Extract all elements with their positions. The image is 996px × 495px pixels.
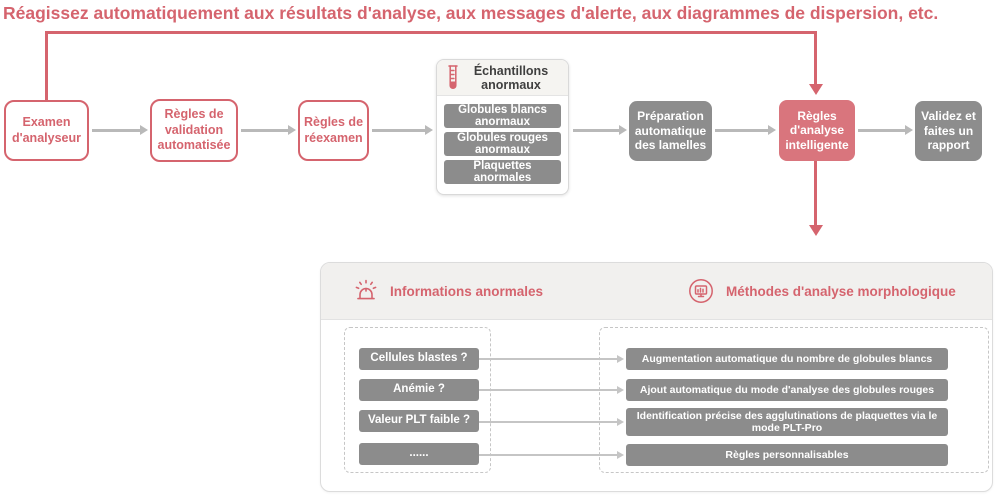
flow-arrowhead-icon xyxy=(905,125,913,135)
flow-arrowhead-icon xyxy=(140,125,148,135)
node-smart-analysis-rules: Règles d'analyse intelligente xyxy=(779,100,855,161)
mapping-arrowhead-icon xyxy=(617,355,624,363)
node-validation-rules: Règles de validation automatisée xyxy=(150,99,238,162)
page-title: Réagissez automatiquement aux résultats … xyxy=(3,3,939,23)
method-item: Augmentation automatique du nombre de gl… xyxy=(626,348,948,370)
flow-arrow xyxy=(858,129,905,132)
mapping-arrow xyxy=(479,454,617,456)
detail-connector-segment xyxy=(814,161,817,226)
test-tube-icon xyxy=(446,64,460,92)
feedback-arrowhead-icon xyxy=(809,84,823,95)
mapping-arrowhead-icon xyxy=(617,386,624,394)
flow-arrowhead-icon xyxy=(288,125,296,135)
section-abnormal-info: Informations anormales xyxy=(353,263,543,319)
mapping-arrow xyxy=(479,389,617,391)
mapping-arrow xyxy=(479,421,617,423)
method-item: Identification précise des agglutination… xyxy=(626,408,948,436)
abnormal-item: Cellules blastes ? xyxy=(359,348,479,370)
node-analyzer-exam: Examen d'analyseur xyxy=(4,100,89,161)
abnormal-item: ...... xyxy=(359,443,479,465)
flow-arrowhead-icon xyxy=(425,125,433,135)
method-item: Règles personnalisables xyxy=(626,444,948,466)
flow-arrow xyxy=(92,129,140,132)
mapping-arrowhead-icon xyxy=(617,418,624,426)
morphology-methods-group xyxy=(599,327,989,473)
abnormal-item: Valeur PLT faible ? xyxy=(359,410,479,432)
abnormal-samples-list: Globules blancs anormaux Globules rouges… xyxy=(437,96,568,192)
mapping-arrowhead-icon xyxy=(617,451,624,459)
abnormal-item: Anémie ? xyxy=(359,379,479,401)
abnormal-info-group xyxy=(344,327,491,473)
sample-item: Globules rouges anormaux xyxy=(444,132,561,156)
node-slide-preparation: Préparation automatique des lamelles xyxy=(629,101,712,161)
abnormal-samples-header: Échantillons anormaux xyxy=(437,60,568,96)
monitor-chart-icon xyxy=(687,277,715,305)
detail-arrowhead-icon xyxy=(809,225,823,236)
flow-arrow xyxy=(715,129,768,132)
flow-arrowhead-icon xyxy=(619,125,627,135)
feedback-connector-right-segment xyxy=(814,31,817,85)
method-item: Ajout automatique du mode d'analyse des … xyxy=(626,379,948,401)
flow-arrowhead-icon xyxy=(768,125,776,135)
abnormal-samples-panel: Échantillons anormaux Globules blancs an… xyxy=(436,59,569,195)
detail-panel-header: Informations anormales Méthodes d'analys… xyxy=(321,263,992,320)
sample-item: Globules blancs anormaux xyxy=(444,104,561,128)
flow-arrow xyxy=(241,129,288,132)
node-recheck-rules: Règles de réexamen xyxy=(298,100,369,161)
section-abnormal-info-label: Informations anormales xyxy=(390,283,544,299)
mapping-arrow xyxy=(479,358,617,360)
section-morphology-methods-label: Méthodes d'analyse morphologique xyxy=(726,283,956,299)
node-validate-report: Validez et faites un rapport xyxy=(915,101,982,161)
section-morphology-methods: Méthodes d'analyse morphologique xyxy=(687,263,956,319)
flow-arrow xyxy=(573,129,619,132)
feedback-connector-top-rail xyxy=(45,31,817,34)
smart-rules-detail-panel: Informations anormales Méthodes d'analys… xyxy=(320,262,993,492)
abnormal-samples-title: Échantillons anormaux xyxy=(473,63,549,92)
sample-item: Plaquettes anormales xyxy=(444,160,561,184)
flow-arrow xyxy=(372,129,425,132)
alarm-icon xyxy=(353,278,379,304)
feedback-connector-left-segment xyxy=(45,31,48,100)
